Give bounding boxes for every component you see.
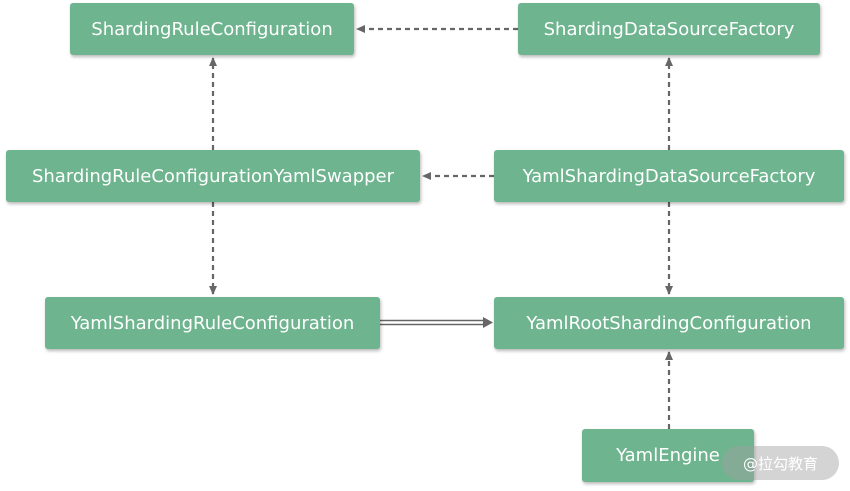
watermark-badge: @拉勾教育: [722, 446, 839, 480]
node-label: YamlEngine: [616, 445, 720, 466]
node-yaml-sharding-data-source-factory: YamlShardingDataSourceFactory: [494, 150, 844, 202]
node-label: YamlRootShardingConfiguration: [526, 312, 812, 334]
edge-yaml-rule-to-root: [380, 317, 493, 328]
node-sharding-data-source-factory: ShardingDataSourceFactory: [518, 3, 820, 55]
node-sharding-rule-configuration: ShardingRuleConfiguration: [70, 3, 354, 55]
node-label: YamlShardingRuleConfiguration: [70, 312, 355, 334]
node-yaml-sharding-rule-configuration: YamlShardingRuleConfiguration: [45, 297, 380, 349]
node-label: ShardingRuleConfiguration: [91, 18, 333, 40]
node-yaml-engine: YamlEngine: [582, 429, 754, 482]
node-sharding-rule-configuration-yaml-swapper: ShardingRuleConfigurationYamlSwapper: [6, 150, 420, 202]
node-label: YamlShardingDataSourceFactory: [522, 165, 816, 187]
node-label: ShardingDataSourceFactory: [543, 18, 795, 40]
node-yaml-root-sharding-configuration: YamlRootShardingConfiguration: [494, 297, 844, 349]
node-label: ShardingRuleConfigurationYamlSwapper: [31, 165, 395, 187]
watermark-text: @拉勾教育: [742, 454, 818, 473]
